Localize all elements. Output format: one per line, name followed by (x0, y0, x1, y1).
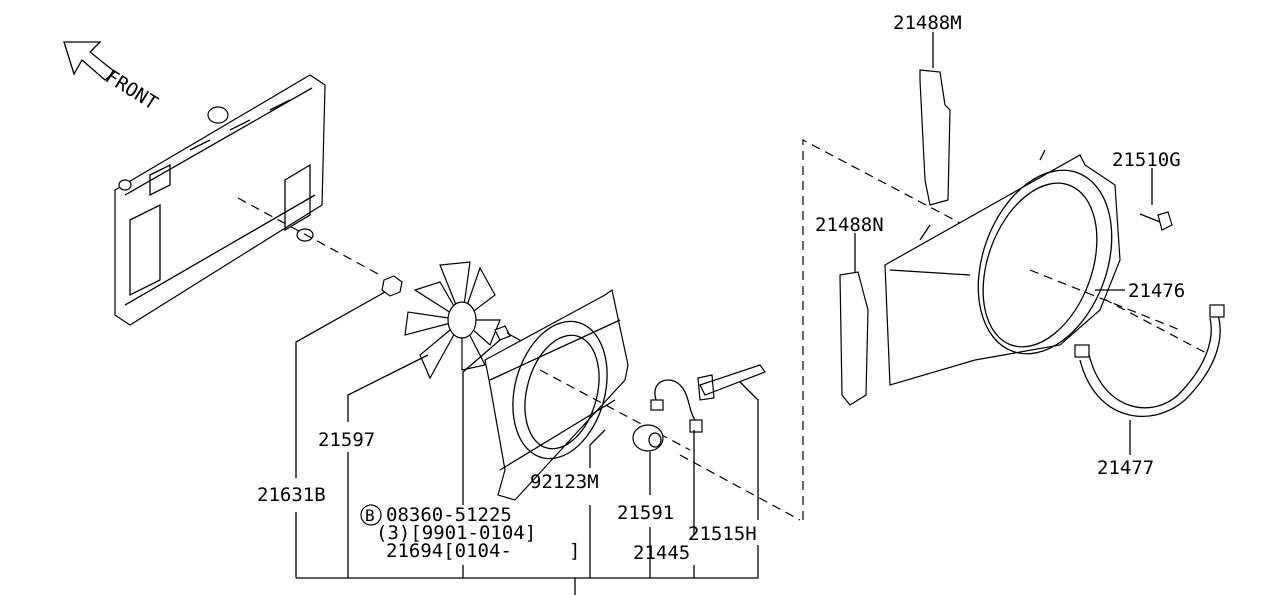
label-21631B: 21631B (257, 484, 326, 506)
fan-motor (632, 424, 664, 452)
label-92123M: 92123M (530, 471, 599, 493)
front-arrow-icon (63, 41, 117, 81)
nut (381, 275, 403, 297)
label-21510G: 21510G (1112, 149, 1181, 171)
label-21477: 21477 (1097, 457, 1154, 479)
screw (1139, 211, 1173, 231)
label-bolt-qty-range: (3)[9901-0104] (376, 522, 536, 544)
label-bolt-number: 08360-51225 (386, 504, 512, 526)
seal-21488M (919, 69, 951, 206)
hose-band (1074, 304, 1225, 417)
fan-shroud (884, 149, 1121, 386)
label-21476: 21476 (1128, 280, 1185, 302)
label-21597: 21597 (318, 429, 375, 451)
label-21515H: 21515H (688, 523, 757, 545)
radiator (114, 74, 326, 326)
label-21694: 21694[0104- ] (386, 540, 580, 562)
label-21591: 21591 (617, 502, 674, 524)
label-21488N: 21488N (815, 214, 884, 236)
cooling-fan (404, 261, 501, 380)
seal-21488N (839, 271, 869, 406)
leader-lines (295, 32, 1153, 595)
wire-harness (650, 379, 703, 433)
bolt-marker: B (365, 506, 375, 525)
harness-clip (697, 364, 766, 401)
bolt-marker-circle (360, 504, 382, 526)
front-label: FRONT (101, 66, 161, 115)
label-21445: 21445 (633, 542, 690, 564)
fan-motor-bracket (484, 288, 629, 501)
label-21488M: 21488M (893, 12, 962, 34)
